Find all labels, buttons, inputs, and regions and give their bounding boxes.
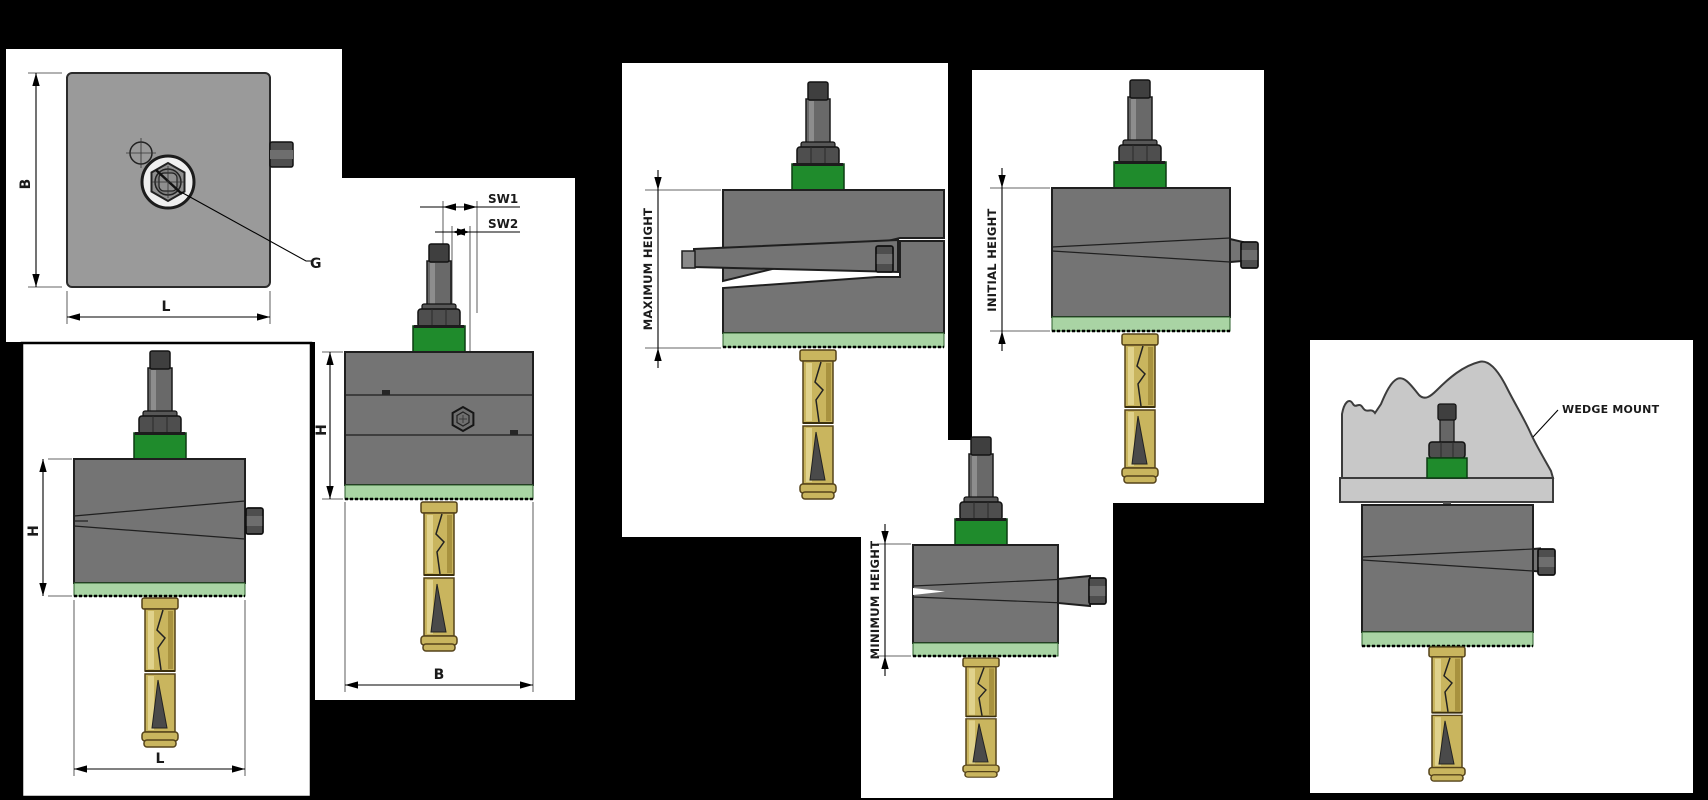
set-screw-icon xyxy=(451,405,475,433)
dim-label-initial-height: INITIAL HEIGHT xyxy=(985,208,999,311)
key-tab xyxy=(382,390,390,395)
minimum-height-view: MINIMUM HEIGHT xyxy=(868,436,1107,779)
front-view: H L xyxy=(26,350,264,776)
wedge-seam-upper xyxy=(73,500,246,517)
wedge-mount-label: WEDGE MOUNT xyxy=(1562,403,1660,416)
clamp-nut xyxy=(1240,241,1259,269)
wedge-mount-view: WEDGE MOUNT xyxy=(1339,360,1660,783)
thread-label: G xyxy=(310,256,322,272)
green-collar xyxy=(1426,457,1468,479)
serrated-pad xyxy=(1361,631,1534,647)
dim-label-sw1: SW1 xyxy=(488,192,518,206)
wedge-seam-lower xyxy=(1361,559,1534,572)
dim-label-sw2: SW2 xyxy=(488,217,518,231)
serrated-pad xyxy=(722,332,945,348)
side-bolt-icon xyxy=(269,141,294,168)
wedge-mount-leader-line xyxy=(1532,409,1559,438)
lower-jaw xyxy=(722,240,945,334)
mount-body xyxy=(1361,504,1534,633)
dim-label-max-height: MAXIMUM HEIGHT xyxy=(641,208,655,331)
wedge-seam-lower xyxy=(1051,250,1231,263)
wedge xyxy=(1057,574,1091,608)
side-bolt-band xyxy=(270,150,293,159)
mount-body xyxy=(344,351,534,486)
wedge-seam-lower xyxy=(73,525,246,540)
serrated-pad xyxy=(73,582,246,597)
g-leader-line xyxy=(180,191,313,262)
side-view: SW1 SW2 H B xyxy=(314,192,534,692)
dim-label-min-height: MINIMUM HEIGHT xyxy=(868,541,882,660)
mount-body xyxy=(912,544,1059,644)
top-view: G B L xyxy=(18,72,322,324)
mount-body xyxy=(73,458,246,584)
adjustment-spindle xyxy=(1426,403,1468,507)
serrated-pad xyxy=(912,642,1059,657)
wedge-gap xyxy=(913,588,945,595)
wedge-seam-upper xyxy=(1361,548,1534,558)
clamp-nut xyxy=(1088,577,1107,605)
spindle-shaft xyxy=(1439,418,1455,444)
dim-label-b: B xyxy=(434,667,445,683)
clamp-nut xyxy=(245,507,264,535)
maximum-height-view: MAXIMUM HEIGHT xyxy=(641,81,945,500)
serrated-pad xyxy=(1051,316,1231,332)
dim-label-l: L xyxy=(162,299,171,315)
spindle-hex-nut xyxy=(1428,441,1466,459)
machine-base-flange xyxy=(1339,477,1554,503)
wedge-tip-cap xyxy=(681,250,696,269)
spindle-cap xyxy=(1437,403,1457,421)
clamp-nut xyxy=(1537,548,1556,576)
dim-label-h: H xyxy=(314,424,330,436)
initial-height-view: INITIAL HEIGHT xyxy=(985,79,1259,484)
dim-label-l: L xyxy=(156,751,165,767)
clamp-nut xyxy=(875,245,894,273)
dowel-hole-icon xyxy=(126,138,156,168)
wedge-seam-upper xyxy=(1051,237,1231,248)
dim-label-h: H xyxy=(26,525,42,537)
spindle-top-icon xyxy=(140,154,196,210)
key-tab xyxy=(510,430,518,435)
dim-label-b: B xyxy=(18,179,34,190)
serrated-pad xyxy=(344,484,534,500)
